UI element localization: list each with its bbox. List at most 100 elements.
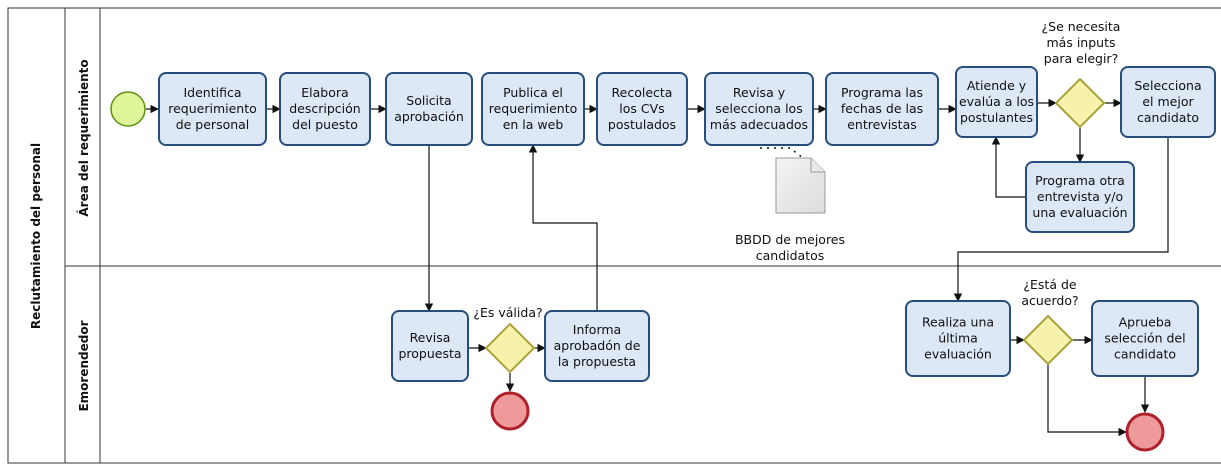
- text-line: requerimiento: [489, 101, 578, 116]
- text-line: última: [938, 331, 978, 346]
- text-line: entrevista y/o: [1037, 189, 1123, 204]
- text-line: propuesta: [398, 346, 461, 361]
- text-line: aprobadón de: [554, 338, 641, 353]
- pool-title: Reclutamiento del personal: [29, 143, 43, 329]
- text-line: descripción: [289, 101, 360, 116]
- task-box[interactable]: [955, 66, 1038, 138]
- task-box[interactable]: [1025, 161, 1135, 233]
- sequence-flows: [146, 98, 1169, 437]
- text-line: de personal: [176, 117, 250, 132]
- text-line: en la web: [503, 117, 564, 132]
- text-line: Programa las: [841, 85, 923, 100]
- lane-title-emprendedor: Emorendedor: [77, 320, 91, 411]
- text-line: Selecciona: [1134, 78, 1201, 93]
- text-line: Aprueba: [1119, 315, 1172, 330]
- text-line: más adecuados: [710, 117, 808, 132]
- gateway-g2[interactable]: ¿Es válida?: [473, 305, 543, 374]
- task-box[interactable]: [1091, 300, 1199, 377]
- flow-t10-t8: [991, 136, 1026, 198]
- text-line: selecciona los: [715, 101, 802, 116]
- text-line: Elabora: [301, 85, 348, 100]
- end-event-rejected: [490, 391, 530, 431]
- text-line: Programa otra: [1035, 173, 1125, 188]
- text-line: Revisa y: [733, 85, 786, 100]
- task-box[interactable]: [481, 72, 585, 146]
- text-line: aprobación: [394, 109, 464, 124]
- task-box[interactable]: [1120, 66, 1216, 138]
- lane-title-area: Área del requerimiento: [76, 59, 91, 216]
- gateway-diamond[interactable]: [1022, 314, 1074, 366]
- task-box[interactable]: [385, 72, 473, 146]
- gateway-diamond[interactable]: [1054, 77, 1106, 129]
- text-line: candidato: [1137, 110, 1199, 125]
- start-event: [110, 91, 146, 127]
- text-line: requerimiento: [168, 101, 257, 116]
- text-line: Solicita: [406, 93, 451, 108]
- text-line: acuerdo?: [1021, 293, 1078, 308]
- text-line: para elegir?: [1044, 51, 1118, 66]
- data-association: [760, 147, 804, 159]
- task-box[interactable]: [704, 72, 814, 146]
- text-line: el mejor: [1142, 94, 1194, 109]
- flow-g3-end2: [1047, 364, 1127, 437]
- text-line: evaluación: [924, 347, 992, 362]
- gateway-diamond[interactable]: [484, 322, 536, 374]
- task-box[interactable]: [279, 72, 371, 146]
- text-line: Atiende y: [967, 78, 1027, 93]
- text-line: selección del: [1104, 331, 1185, 346]
- text-line: candidato: [1114, 347, 1176, 362]
- text-line: los CVs: [619, 101, 664, 116]
- text-line: ¿Se necesita: [1042, 19, 1121, 34]
- text-line: candidatos: [756, 248, 825, 263]
- task-box[interactable]: [825, 72, 939, 146]
- text-line: Recolecta: [612, 85, 673, 100]
- text-line: del puesto: [292, 117, 358, 132]
- text-line: ¿Está de: [1023, 277, 1077, 292]
- text-line: Realiza una: [922, 315, 994, 330]
- flow-t12-t4: [528, 144, 598, 311]
- text-line: ¿Es válida?: [473, 305, 542, 320]
- task-box[interactable]: [391, 310, 469, 382]
- task-box[interactable]: [544, 310, 650, 382]
- task-box[interactable]: [158, 72, 267, 146]
- text-line: Identifica: [183, 85, 241, 100]
- text-line: Publica el: [503, 85, 563, 100]
- task-box[interactable]: [596, 72, 688, 146]
- text-line: entrevistas: [847, 117, 917, 132]
- task-box[interactable]: [905, 300, 1011, 377]
- text-line: postulados: [608, 117, 676, 132]
